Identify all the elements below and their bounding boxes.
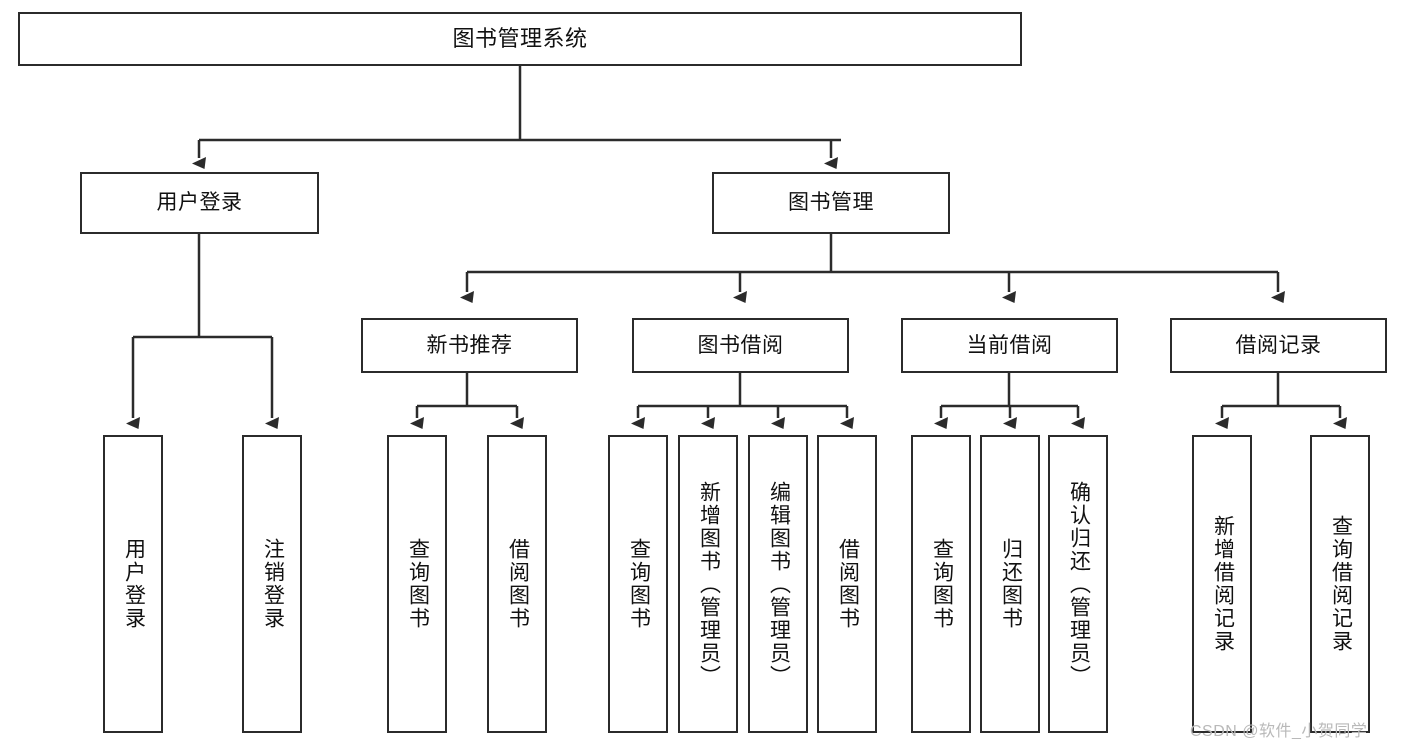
leaf-new-book-borrow[interactable]: 借阅图书 [487, 435, 547, 733]
node-label: 查询借阅记录 [1329, 515, 1353, 653]
node-label: 新书推荐 [426, 333, 513, 357]
node-label: 确认归还（管理员） [1067, 480, 1091, 688]
node-label: 新增借阅记录 [1211, 515, 1235, 653]
leaf-borrow-record-query[interactable]: 查询借阅记录 [1310, 435, 1370, 733]
node-label: 借阅图书 [836, 538, 860, 630]
node-label: 归还图书 [999, 538, 1023, 630]
node-label: 编辑图书（管理员） [767, 480, 791, 688]
node-book-management[interactable]: 图书管理 [712, 172, 950, 234]
leaf-book-borrow-add[interactable]: 新增图书（管理员） [678, 435, 738, 733]
node-label: 查询图书 [627, 538, 651, 630]
leaf-book-borrow-query[interactable]: 查询图书 [608, 435, 668, 733]
leaf-user-login-login[interactable]: 用户登录 [103, 435, 163, 733]
node-label: 借阅记录 [1235, 333, 1322, 357]
node-new-book-recommend[interactable]: 新书推荐 [361, 318, 578, 373]
node-label: 注销登录 [261, 538, 285, 630]
node-label: 用户登录 [156, 191, 243, 215]
leaf-book-borrow-edit[interactable]: 编辑图书（管理员） [748, 435, 808, 733]
leaf-user-login-logout[interactable]: 注销登录 [242, 435, 302, 733]
node-book-borrow[interactable]: 图书借阅 [632, 318, 849, 373]
node-label: 用户登录 [122, 538, 146, 630]
leaf-current-borrow-return[interactable]: 归还图书 [980, 435, 1040, 733]
leaf-current-borrow-confirm[interactable]: 确认归还（管理员） [1048, 435, 1108, 733]
node-label: 图书借阅 [697, 333, 784, 357]
node-label: 图书管理系统 [452, 25, 588, 51]
node-label: 当前借阅 [966, 333, 1053, 357]
node-borrow-record[interactable]: 借阅记录 [1170, 318, 1387, 373]
node-label: 图书管理 [788, 191, 874, 215]
leaf-current-borrow-query[interactable]: 查询图书 [911, 435, 971, 733]
leaf-borrow-record-add[interactable]: 新增借阅记录 [1192, 435, 1252, 733]
node-label: 新增图书（管理员） [697, 480, 721, 688]
node-label: 查询图书 [930, 538, 954, 630]
node-label: 查询图书 [406, 538, 430, 630]
watermark: CSDN @软件_小贺同学 [1190, 723, 1368, 740]
node-user-login[interactable]: 用户登录 [80, 172, 319, 234]
node-label: 借阅图书 [506, 538, 530, 630]
node-root-system[interactable]: 图书管理系统 [18, 12, 1022, 66]
leaf-new-book-query[interactable]: 查询图书 [387, 435, 447, 733]
leaf-book-borrow-borrow[interactable]: 借阅图书 [817, 435, 877, 733]
node-current-borrow[interactable]: 当前借阅 [901, 318, 1118, 373]
